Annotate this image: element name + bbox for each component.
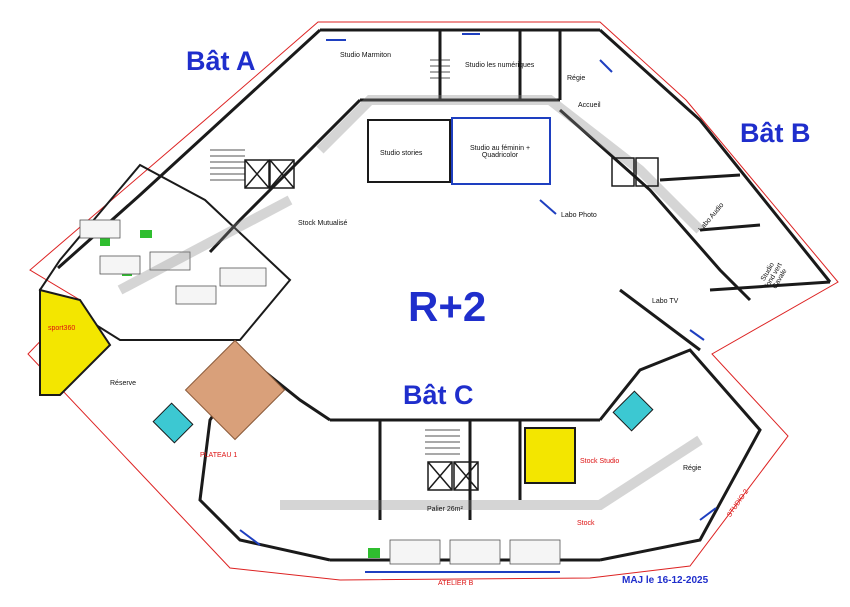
sport-room xyxy=(39,288,112,396)
wing-a xyxy=(57,28,600,270)
room-stock-studio: Stock Studio xyxy=(580,458,620,465)
building-c-label: Bât C xyxy=(403,380,474,410)
room-palier: Palier 26m² xyxy=(427,506,463,513)
room-labo-photo: Labo Photo xyxy=(561,212,597,219)
room-regie-c: Régie xyxy=(683,465,702,472)
central-studios xyxy=(367,117,551,185)
building-b-label: Bât B xyxy=(740,118,811,148)
meeting-tables xyxy=(152,390,654,444)
doors xyxy=(239,33,717,573)
desk-clusters xyxy=(79,219,561,565)
room-stock-mutualise: Stock Mutualisé xyxy=(298,220,348,227)
update-date: MAJ le 16-12-2025 xyxy=(622,575,709,586)
circulation xyxy=(117,95,704,510)
wing-b xyxy=(559,28,832,352)
room-regie-a: Régie xyxy=(567,75,586,82)
room-reserve: Réserve xyxy=(110,380,137,387)
room-studio-stories: Studio stories xyxy=(380,150,423,157)
left-open-space xyxy=(38,163,292,341)
room-studio-numeriques: Studio les numériques xyxy=(465,62,535,69)
stairs xyxy=(210,59,460,455)
yellow-room-c xyxy=(524,427,576,484)
room-plateau-1: PLATEAU 1 xyxy=(200,452,238,459)
room-sport: sport360 xyxy=(48,325,76,332)
room-atelier-b: ATELIER B xyxy=(438,580,474,587)
room-studio-feminin: Studio au féminin + Quadricolor xyxy=(469,145,531,159)
plateau-parquet xyxy=(184,339,286,441)
room-studio-marmiton: Studio Marmiton xyxy=(340,52,391,59)
building-a-label: Bât A xyxy=(186,46,256,76)
room-accueil: Accueil xyxy=(578,102,601,109)
room-stock: Stock xyxy=(577,520,595,527)
floor-label: R+2 xyxy=(408,283,487,330)
room-labo-tv: Labo TV xyxy=(652,298,679,305)
